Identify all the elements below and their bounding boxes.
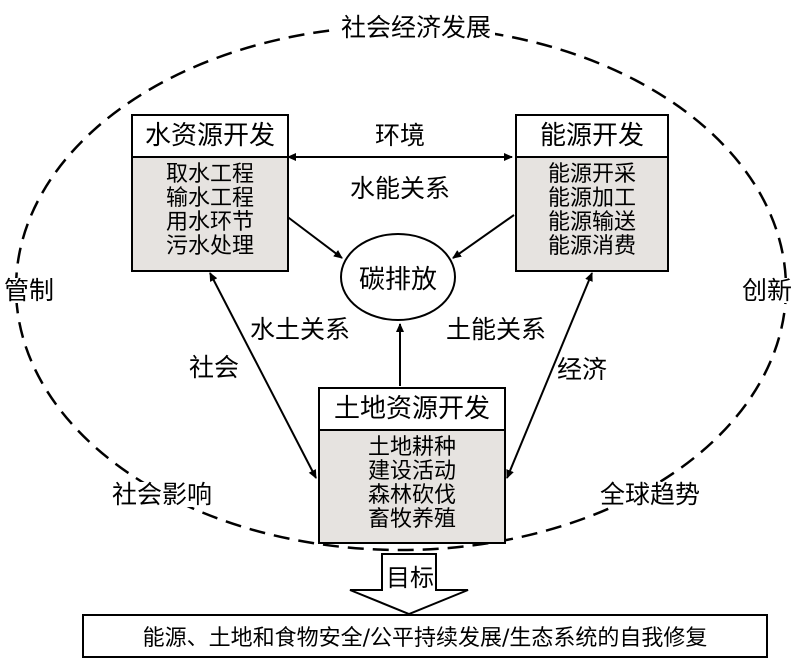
water-development-title: 水资源开发 [133,116,287,158]
energy-development-box: 能源开发 能源开采 能源加工 能源输送 能源消费 [515,114,669,272]
land-item: 森林砍伐 [367,483,456,508]
relation-economy-label: 经济 [557,355,608,384]
energy-to-carbon-arrow [452,214,515,259]
outer-bottom-left-label: 社会影响 [108,482,217,507]
water-item: 污水处理 [165,234,254,259]
water-item: 用水环节 [165,210,254,235]
water-development-box: 水资源开发 取水工程 输水工程 用水环节 污水处理 [131,114,289,272]
land-development-items: 土地耕种 建设活动 森林砍伐 畜牧养殖 [320,431,504,542]
land-item: 土地耕种 [367,435,456,460]
energy-item: 能源输送 [547,210,636,235]
outer-left-label: 管制 [0,278,59,303]
energy-item: 能源加工 [547,186,636,211]
goal-arrow-label: 目标 [386,564,434,592]
water-item: 输水工程 [165,186,254,211]
water-to-carbon-arrow [284,214,343,259]
land-development-box: 土地资源开发 土地耕种 建设活动 森林砍伐 畜牧养殖 [318,387,506,544]
energy-item: 能源消费 [547,234,636,259]
carbon-emission-label: 碳排放 [358,264,437,295]
relation-water-energy-label: 水能关系 [346,176,455,201]
energy-item: 能源开采 [547,162,636,187]
goal-text: 能源、土地和食物安全/公平持续发展/生态系统的自我修复 [142,626,708,651]
energy-land-arrow [506,272,593,479]
goal-arrow [349,553,469,616]
water-item: 取水工程 [165,162,254,187]
goal-box: 能源、土地和食物安全/公平持续发展/生态系统的自我修复 [82,614,768,658]
relation-society-label: 社会 [189,353,240,382]
energy-development-title: 能源开发 [517,116,667,158]
outer-right-label: 创新 [738,278,797,303]
water-development-items: 取水工程 输水工程 用水环节 污水处理 [133,158,287,270]
land-item: 畜牧养殖 [367,507,456,532]
energy-development-items: 能源开采 能源加工 能源输送 能源消费 [517,158,667,270]
relation-water-land-label: 水土关系 [250,315,351,344]
carbon-emission-node: 碳排放 [340,233,456,321]
land-item: 建设活动 [367,459,456,484]
water-land-arrow [209,272,317,479]
outer-bottom-right-label: 全球趋势 [596,482,705,507]
outer-top-label: 社会经济发展 [337,15,496,40]
land-development-title: 土地资源开发 [320,389,504,431]
relation-env-label: 环境 [371,123,430,148]
relation-land-energy-label: 土能关系 [446,315,547,344]
